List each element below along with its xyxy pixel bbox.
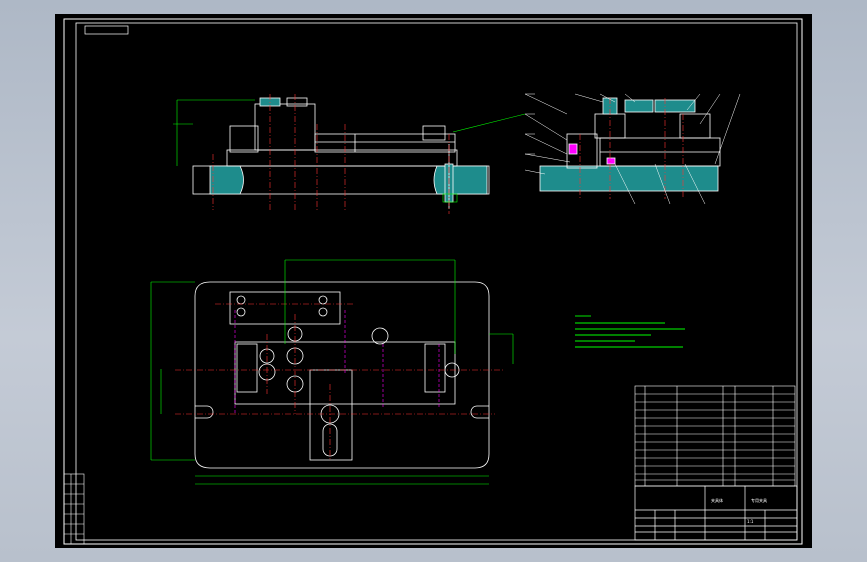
top-left-label-box bbox=[84, 25, 129, 35]
top-view bbox=[194, 281, 490, 469]
front-view-center-lines bbox=[212, 94, 450, 214]
front-view-dimensions bbox=[173, 99, 526, 203]
top-view-center-lines bbox=[175, 303, 505, 459]
side-view bbox=[539, 97, 721, 192]
title-block-title: 专用夹具 bbox=[751, 497, 767, 503]
side-view-leaders bbox=[524, 93, 741, 205]
technical-notes bbox=[575, 315, 685, 348]
outer-frame bbox=[63, 18, 803, 545]
title-block-scale: 1:1 bbox=[747, 519, 754, 524]
cad-drawing-canvas[interactable]: 夹具体 专用夹具 1:1 bbox=[55, 14, 812, 548]
top-view-hidden-lines bbox=[234, 310, 440, 414]
parts-list bbox=[634, 385, 796, 487]
drawing-sheet: 夹具体 专用夹具 1:1 bbox=[55, 14, 812, 548]
title-block bbox=[634, 485, 798, 541]
title-block-name: 夹具体 bbox=[711, 497, 723, 503]
side-view-center-lines bbox=[579, 98, 684, 199]
front-view bbox=[192, 97, 490, 209]
inner-frame bbox=[75, 22, 798, 541]
top-view-dimensions bbox=[150, 259, 514, 485]
left-margin-strip bbox=[63, 473, 85, 545]
